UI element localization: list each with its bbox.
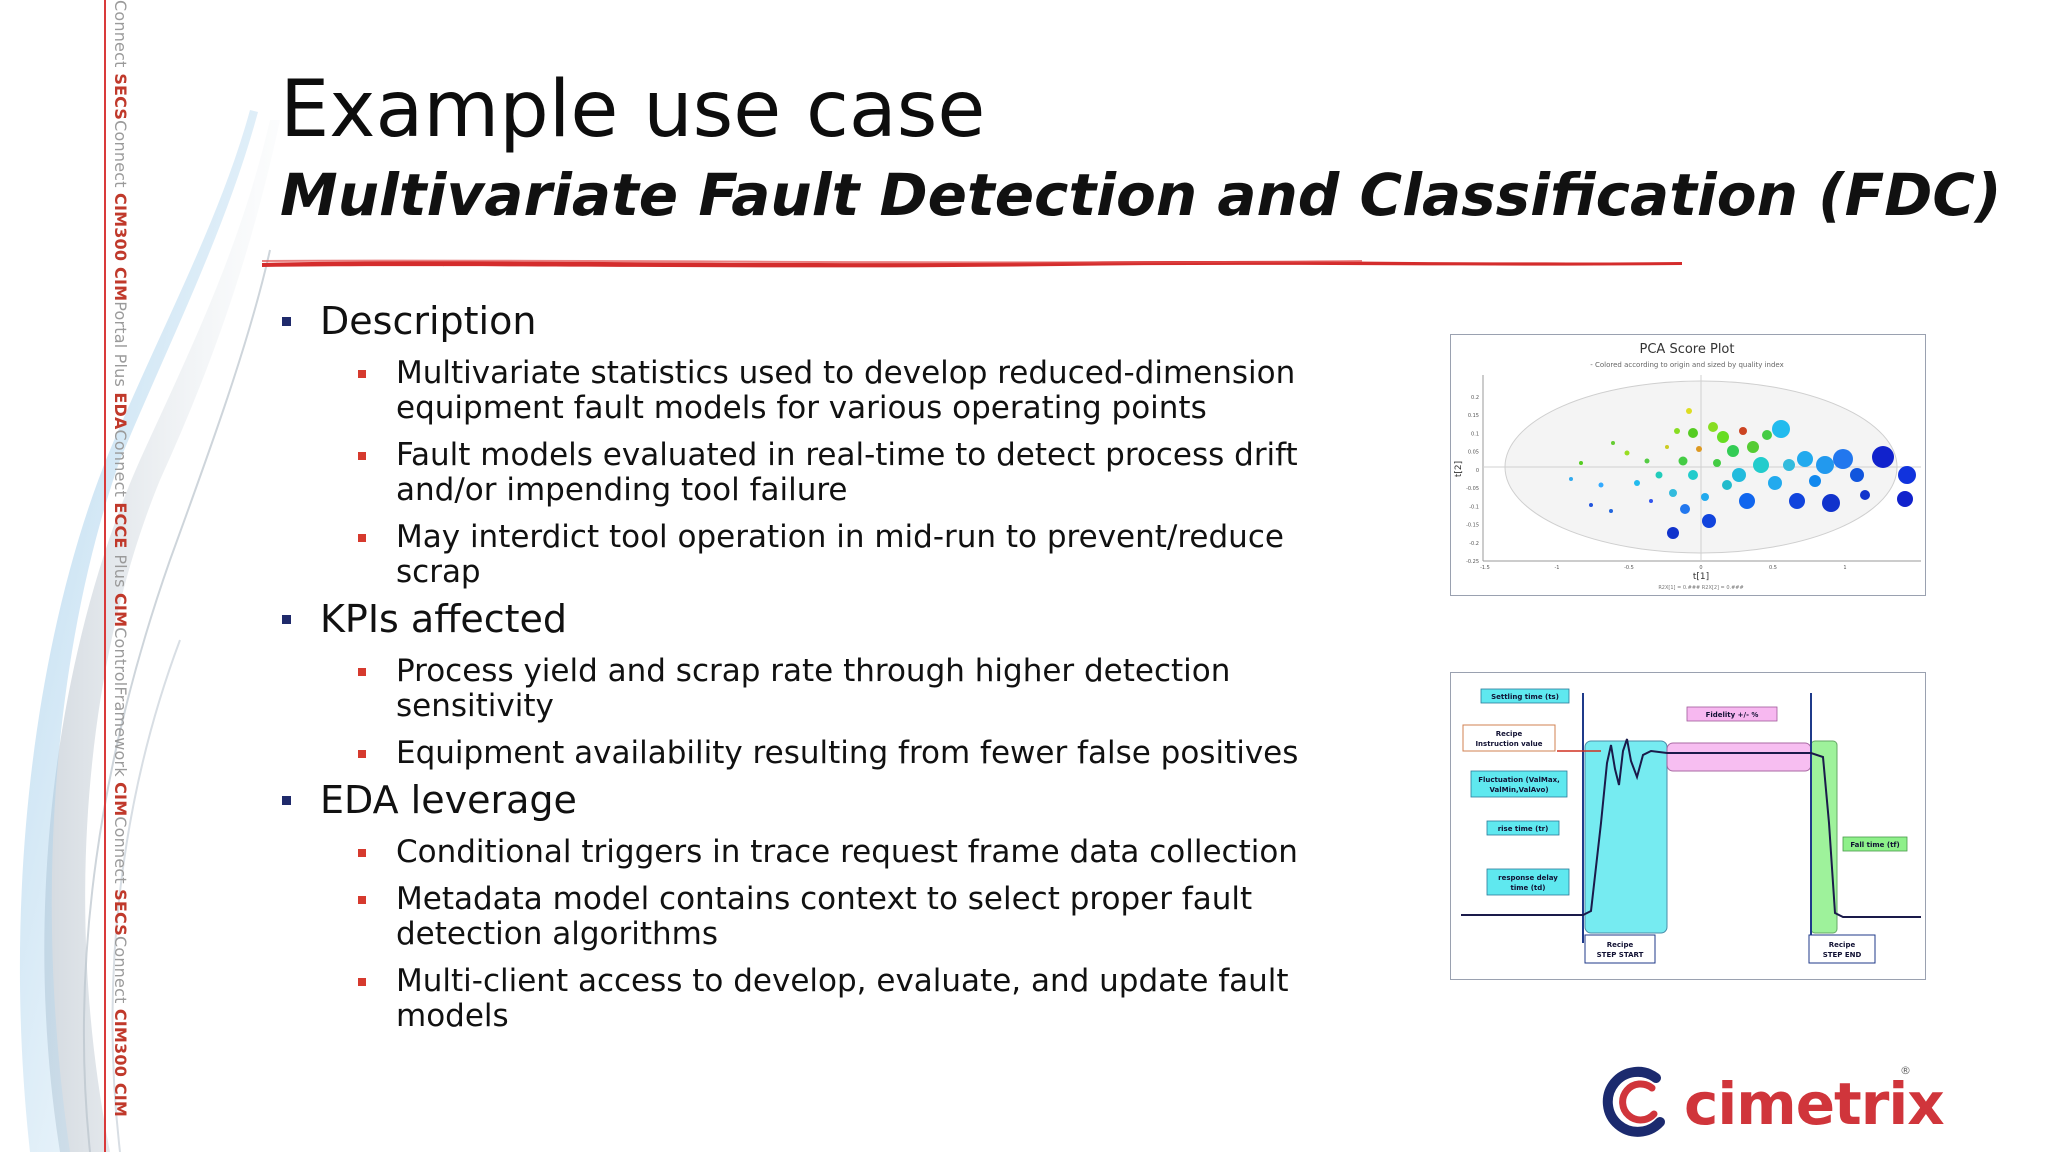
pca-xtick-label: 0.5 [1769, 565, 1777, 571]
list-item: Conditional triggers in trace request fr… [280, 835, 1360, 870]
bullet-square-icon [358, 370, 366, 378]
sidebar-segment: Connect [111, 120, 130, 193]
pca-ylabel: t[2] [1454, 461, 1464, 477]
pca-plot-title: PCA Score Plot [1640, 342, 1735, 357]
bullet-square-icon [358, 978, 366, 986]
step-end-label-line1: Recipe [1829, 941, 1856, 949]
step-start-label-line2: STEP START [1597, 951, 1644, 959]
list-item: Multi-client access to develop, evaluate… [280, 964, 1360, 1034]
sidebar-red-line [104, 0, 106, 1152]
bullet-square-icon [282, 615, 291, 624]
pca-score-plot-figure: PCA Score Plot - Colored according to or… [1450, 334, 1926, 596]
sidebar-segment: Plus [111, 348, 130, 393]
fall-time-label: Fall time (tf) [1850, 841, 1899, 849]
pca-ytick-label: 0.15 [1468, 413, 1479, 419]
timing-diagram-figure: Settling time (ts) Recipe Instruction va… [1450, 672, 1926, 980]
section-heading: Description [280, 298, 1360, 344]
sidebar-segment: CIM [111, 1082, 130, 1118]
list-item: Equipment availability resulting from fe… [280, 736, 1360, 771]
pca-ytick-label: 0 [1476, 468, 1479, 474]
logo-registered-mark: ® [1900, 1064, 1911, 1077]
pca-xtick-label: -1 [1555, 565, 1560, 571]
bullet-square-icon [358, 849, 366, 857]
pca-ytick-label: -0.2 [1469, 541, 1479, 547]
pca-ytick-label: 0.05 [1468, 450, 1479, 456]
sidebar-segment: CIM300 [111, 1008, 130, 1083]
sidebar-segment: ControlFramework [111, 627, 130, 783]
response-delay-label-line1: response delay [1498, 874, 1558, 882]
fluctuation-label-line2: ValMin,ValAvo) [1489, 786, 1548, 794]
sidebar-segment: Connect [111, 935, 130, 1009]
bullet-square-icon [282, 796, 291, 805]
fidelity-label: Fidelity +/- % [1706, 711, 1759, 719]
sidebar-segment: SECS [111, 889, 130, 936]
fluctuation-label-line1: Fluctuation (ValMax, [1478, 776, 1560, 784]
title-underline [262, 259, 1682, 268]
cimetrix-logo: cimetrix ® [1594, 1062, 1945, 1152]
step-end-label-line2: STEP END [1823, 951, 1862, 959]
pca-ytick-label: -0.15 [1466, 523, 1479, 529]
settling-time-label: Settling time (ts) [1491, 693, 1559, 701]
sidebar-segment: CIM [111, 782, 130, 817]
section-heading: KPIs affected [280, 596, 1360, 642]
sidebar-segment: SECS [111, 67, 130, 121]
bullet-square-icon [358, 750, 366, 758]
bullet-square-icon [282, 317, 291, 326]
sidebar-segment: Connect [111, 429, 130, 503]
bullet-content: Description Multivariate statistics used… [280, 292, 1360, 1034]
list-item: Multivariate statistics used to develop … [280, 356, 1360, 426]
response-delay-label-line2: time (td) [1511, 884, 1546, 892]
side-decoration [0, 0, 300, 1152]
recipe-label-line2: Instruction value [1475, 740, 1542, 748]
list-item: Process yield and scrap rate through hig… [280, 654, 1360, 724]
sidebar-segment: Connect [111, 816, 130, 890]
page-title: Example use case [280, 65, 986, 155]
pca-points [1569, 408, 1916, 539]
pca-ytick-label: 0.2 [1471, 395, 1479, 401]
logo-text: cimetrix [1684, 1070, 1945, 1138]
pca-ytick-label: -0.1 [1469, 504, 1479, 510]
sidebar-segment: CIM300 [111, 193, 130, 267]
pca-footnote: R2X[1] = 0.### R2X[2] = 0.### [1658, 585, 1743, 591]
pca-xtick-label: 1 [1843, 565, 1846, 571]
sidebar-product-names: Connect SECSConnect CIM300 CIMPortal Plu… [108, 0, 132, 1152]
list-item: Fault models evaluated in real-time to d… [280, 438, 1360, 508]
sidebar-segment: CIM [111, 267, 130, 302]
pca-ytick-label: -0.05 [1466, 486, 1479, 492]
sidebar-segment: Connect [111, 0, 130, 68]
pca-xlabel: t[1] [1693, 572, 1709, 582]
sidebar-segment: CIM [111, 592, 130, 628]
recipe-label-line1: Recipe [1496, 730, 1523, 738]
page-subtitle: Multivariate Fault Detection and Classif… [280, 161, 2002, 229]
bullet-square-icon [358, 668, 366, 676]
pca-ytick-label: 0.1 [1471, 431, 1479, 437]
pca-xtick-label: -1.5 [1480, 565, 1490, 571]
pca-xtick-label: -0.5 [1624, 565, 1634, 571]
sidebar-segment: Plus [111, 554, 130, 593]
bullet-square-icon [358, 534, 366, 542]
pca-ytick-label: -0.25 [1466, 559, 1479, 565]
rise-time-label: rise time (tr) [1498, 825, 1549, 833]
section-heading: EDA leverage [280, 777, 1360, 823]
cimetrix-logo-icon [1602, 1066, 1665, 1137]
list-item: Metadata model contains context to selec… [280, 882, 1360, 952]
bullet-square-icon [358, 896, 366, 904]
pca-plot-subtitle: - Colored according to origin and sized … [1590, 361, 1784, 369]
list-item: May interdict tool operation in mid-run … [280, 520, 1360, 590]
step-start-label-line1: Recipe [1607, 941, 1634, 949]
sidebar-segment: ECCE [111, 502, 130, 555]
pca-xtick-label: 0 [1699, 565, 1702, 571]
bullet-square-icon [358, 452, 366, 460]
sidebar-segment: EDA [111, 392, 130, 430]
sidebar-segment: Portal [111, 301, 130, 349]
